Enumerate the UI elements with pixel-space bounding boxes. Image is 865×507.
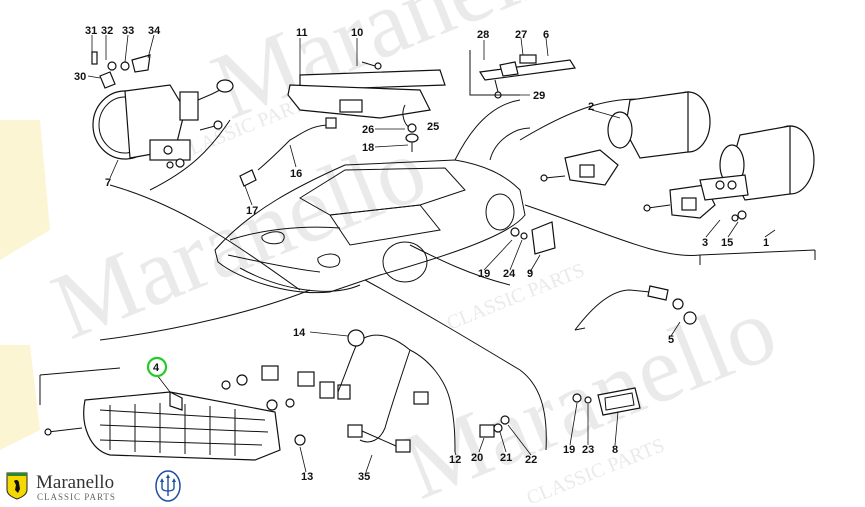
callout-7: 7 bbox=[105, 177, 111, 189]
callout-25: 25 bbox=[427, 121, 439, 133]
callout-15: 15 bbox=[721, 237, 733, 249]
callout-24: 24 bbox=[503, 268, 516, 280]
callout-4: 4 bbox=[153, 362, 160, 374]
callout-33: 33 bbox=[122, 25, 134, 37]
wiring-harness bbox=[337, 329, 456, 453]
control-unit-assembly bbox=[239, 61, 446, 187]
callout-30: 30 bbox=[74, 71, 86, 83]
callout-1: 1 bbox=[763, 237, 769, 249]
fog-lamp-assembly bbox=[91, 51, 234, 169]
callout-8: 8 bbox=[612, 444, 618, 456]
car-body bbox=[214, 159, 526, 294]
callout-35: 35 bbox=[358, 471, 370, 483]
brand-subtitle: CLASSIC PARTS bbox=[37, 492, 116, 502]
highlight-ring bbox=[146, 356, 168, 378]
callout-leaders bbox=[87, 34, 776, 473]
callout-9: 9 bbox=[527, 268, 533, 280]
callout-13: 13 bbox=[301, 471, 313, 483]
callout-2: 2 bbox=[588, 101, 594, 113]
faded-ferrari-badge bbox=[0, 120, 50, 450]
callout-3: 3 bbox=[702, 237, 708, 249]
callout-19-top: 19 bbox=[478, 268, 490, 280]
brand-footer: Maranello CLASSIC PARTS bbox=[6, 470, 196, 504]
rear-marker-assembly bbox=[479, 387, 641, 438]
callout-5: 5 bbox=[668, 334, 674, 346]
wiring-5 bbox=[574, 285, 697, 331]
callout-26: 26 bbox=[362, 124, 374, 136]
callout-17: 17 bbox=[246, 205, 258, 217]
side-marker-assembly bbox=[510, 221, 556, 255]
callout-18: 18 bbox=[362, 142, 374, 154]
callout-22: 22 bbox=[525, 454, 537, 466]
callout-21: 21 bbox=[500, 452, 512, 464]
callout-19-bottom: 19 bbox=[563, 444, 575, 456]
callout-20: 20 bbox=[471, 452, 483, 464]
callout-14: 14 bbox=[293, 327, 306, 339]
callout-11: 11 bbox=[296, 27, 308, 39]
callout-23: 23 bbox=[582, 444, 594, 456]
callout-34: 34 bbox=[148, 25, 161, 37]
front-indicator-assembly bbox=[44, 365, 351, 461]
callout-27: 27 bbox=[515, 29, 527, 41]
brand-name: Maranello bbox=[36, 472, 115, 493]
maserati-trident-icon bbox=[155, 470, 181, 502]
headlamp-assembly bbox=[540, 91, 816, 265]
callout-16: 16 bbox=[290, 168, 302, 180]
callout-labels: 31 32 33 34 30 7 11 10 26 25 18 16 17 28… bbox=[74, 25, 769, 483]
interior-light-assembly bbox=[469, 50, 577, 99]
ferrari-shield-icon bbox=[6, 472, 28, 500]
callout-12: 12 bbox=[449, 454, 461, 466]
callout-31: 31 bbox=[85, 25, 97, 37]
callout-29: 29 bbox=[533, 90, 545, 102]
callout-6: 6 bbox=[543, 29, 549, 41]
callout-28: 28 bbox=[477, 29, 489, 41]
callout-32: 32 bbox=[101, 25, 113, 37]
callout-10: 10 bbox=[351, 27, 363, 39]
